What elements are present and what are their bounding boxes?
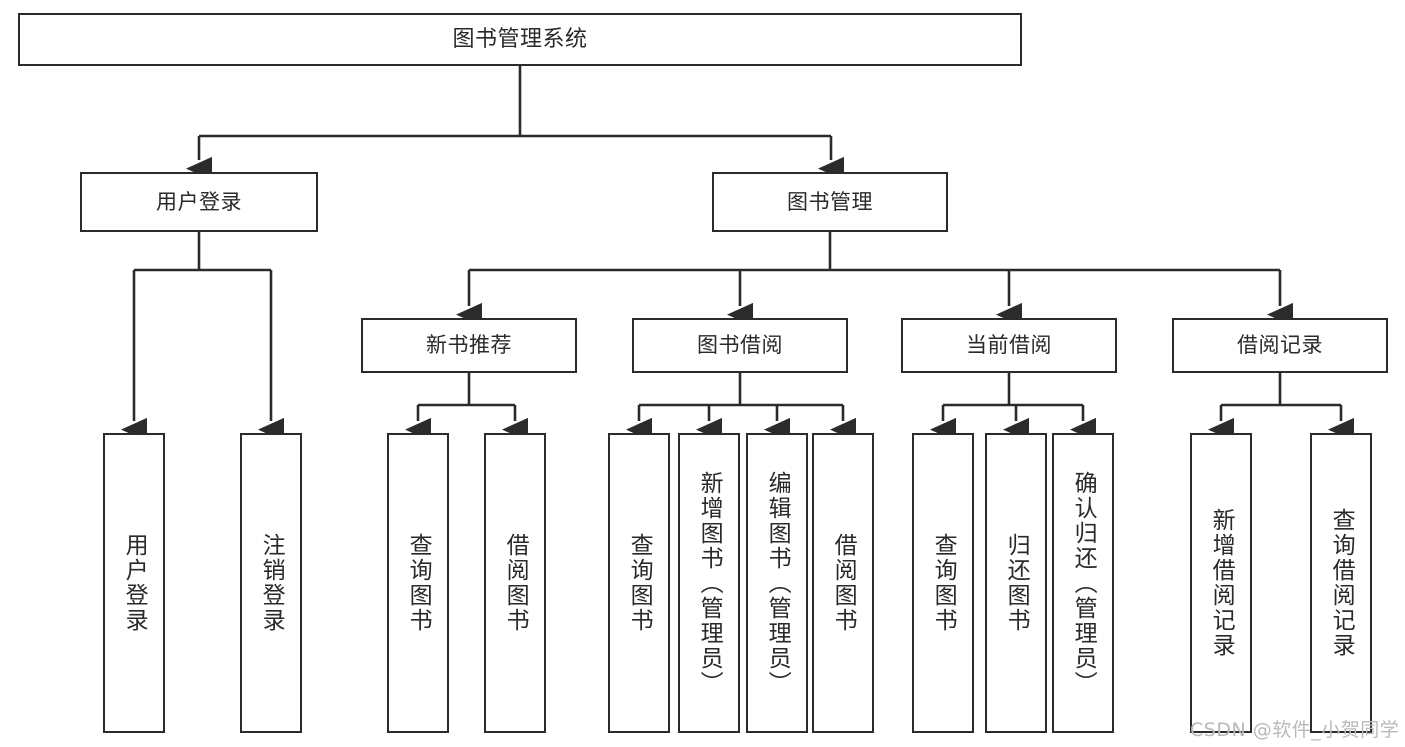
node-label: 图书管理系统	[452, 26, 588, 52]
node-leaf-confirm-return[interactable]: 确认归还（管理员）	[1052, 433, 1114, 733]
node-label: 新书推荐	[426, 333, 512, 358]
node-book-management-system[interactable]: 图书管理系统	[18, 13, 1022, 66]
node-new-book-recommend[interactable]: 新书推荐	[361, 318, 577, 373]
node-leaf-query-book-2[interactable]: 查询图书	[608, 433, 670, 733]
node-label: 归还图书	[1003, 533, 1030, 633]
node-label: 借阅图书	[830, 533, 857, 633]
node-leaf-add-book[interactable]: 新增图书（管理员）	[678, 433, 740, 733]
node-label: 查询图书	[405, 533, 432, 633]
node-leaf-user-login[interactable]: 用户登录	[103, 433, 165, 733]
node-label: 查询借阅记录	[1328, 508, 1355, 658]
node-label: 借阅图书	[502, 533, 529, 633]
node-leaf-edit-book[interactable]: 编辑图书（管理员）	[746, 433, 808, 733]
node-user-login[interactable]: 用户登录	[80, 172, 318, 232]
node-book-borrow[interactable]: 图书借阅	[632, 318, 848, 373]
node-label: 新增借阅记录	[1208, 508, 1235, 658]
node-label: 查询图书	[626, 533, 653, 633]
node-leaf-query-book-1[interactable]: 查询图书	[387, 433, 449, 733]
node-label: 图书管理	[787, 189, 873, 214]
node-leaf-borrow-book-2[interactable]: 借阅图书	[812, 433, 874, 733]
node-leaf-query-book-3[interactable]: 查询图书	[912, 433, 974, 733]
node-leaf-query-record[interactable]: 查询借阅记录	[1310, 433, 1372, 733]
node-leaf-add-record[interactable]: 新增借阅记录	[1190, 433, 1252, 733]
node-borrow-record[interactable]: 借阅记录	[1172, 318, 1388, 373]
node-label: 图书借阅	[697, 333, 783, 358]
node-label: 当前借阅	[966, 333, 1052, 358]
node-leaf-logout[interactable]: 注销登录	[240, 433, 302, 733]
node-label: 查询图书	[930, 533, 957, 633]
node-current-borrow[interactable]: 当前借阅	[901, 318, 1117, 373]
node-label: 用户登录	[156, 189, 242, 214]
node-leaf-borrow-book-1[interactable]: 借阅图书	[484, 433, 546, 733]
node-book-manage[interactable]: 图书管理	[712, 172, 948, 232]
node-label: 借阅记录	[1237, 333, 1323, 358]
node-label: 注销登录	[258, 533, 285, 633]
node-label: 新增图书（管理员）	[696, 470, 723, 696]
watermark-text: CSDN @软件_小贺同学	[1190, 719, 1400, 741]
node-label: 用户登录	[121, 533, 148, 633]
node-label: 确认归还（管理员）	[1070, 470, 1097, 696]
node-leaf-return-book[interactable]: 归还图书	[985, 433, 1047, 733]
node-label: 编辑图书（管理员）	[764, 470, 791, 696]
